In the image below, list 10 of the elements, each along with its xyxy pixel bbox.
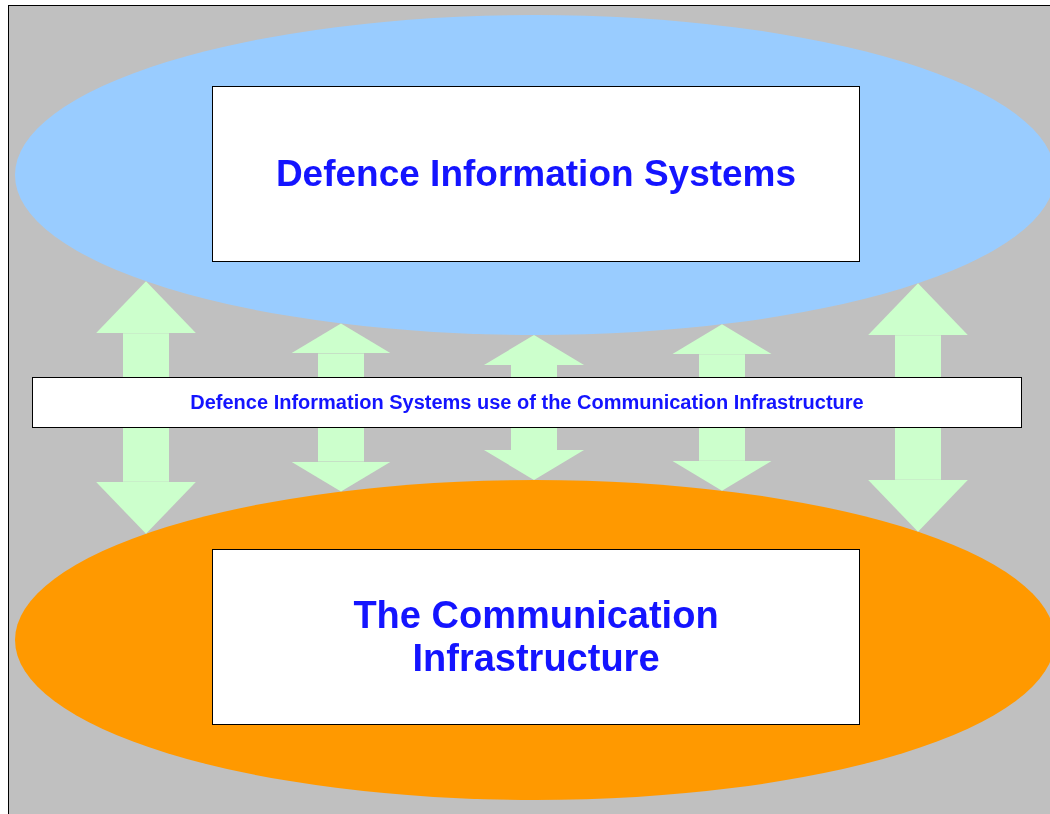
- box-label: The Communication Infrastructure: [352, 594, 720, 680]
- label-band: [32, 377, 1022, 428]
- block-arrow: [672, 324, 772, 377]
- block-arrow: [484, 335, 584, 377]
- title-box: [212, 549, 860, 725]
- block-arrow: [484, 428, 584, 480]
- box-label: Defence Information Systems: [275, 153, 797, 195]
- title-box: [212, 86, 860, 262]
- block-arrow: [291, 323, 391, 377]
- box-label: Defence Information Systems use of the Communication Infrastructure: [190, 391, 864, 414]
